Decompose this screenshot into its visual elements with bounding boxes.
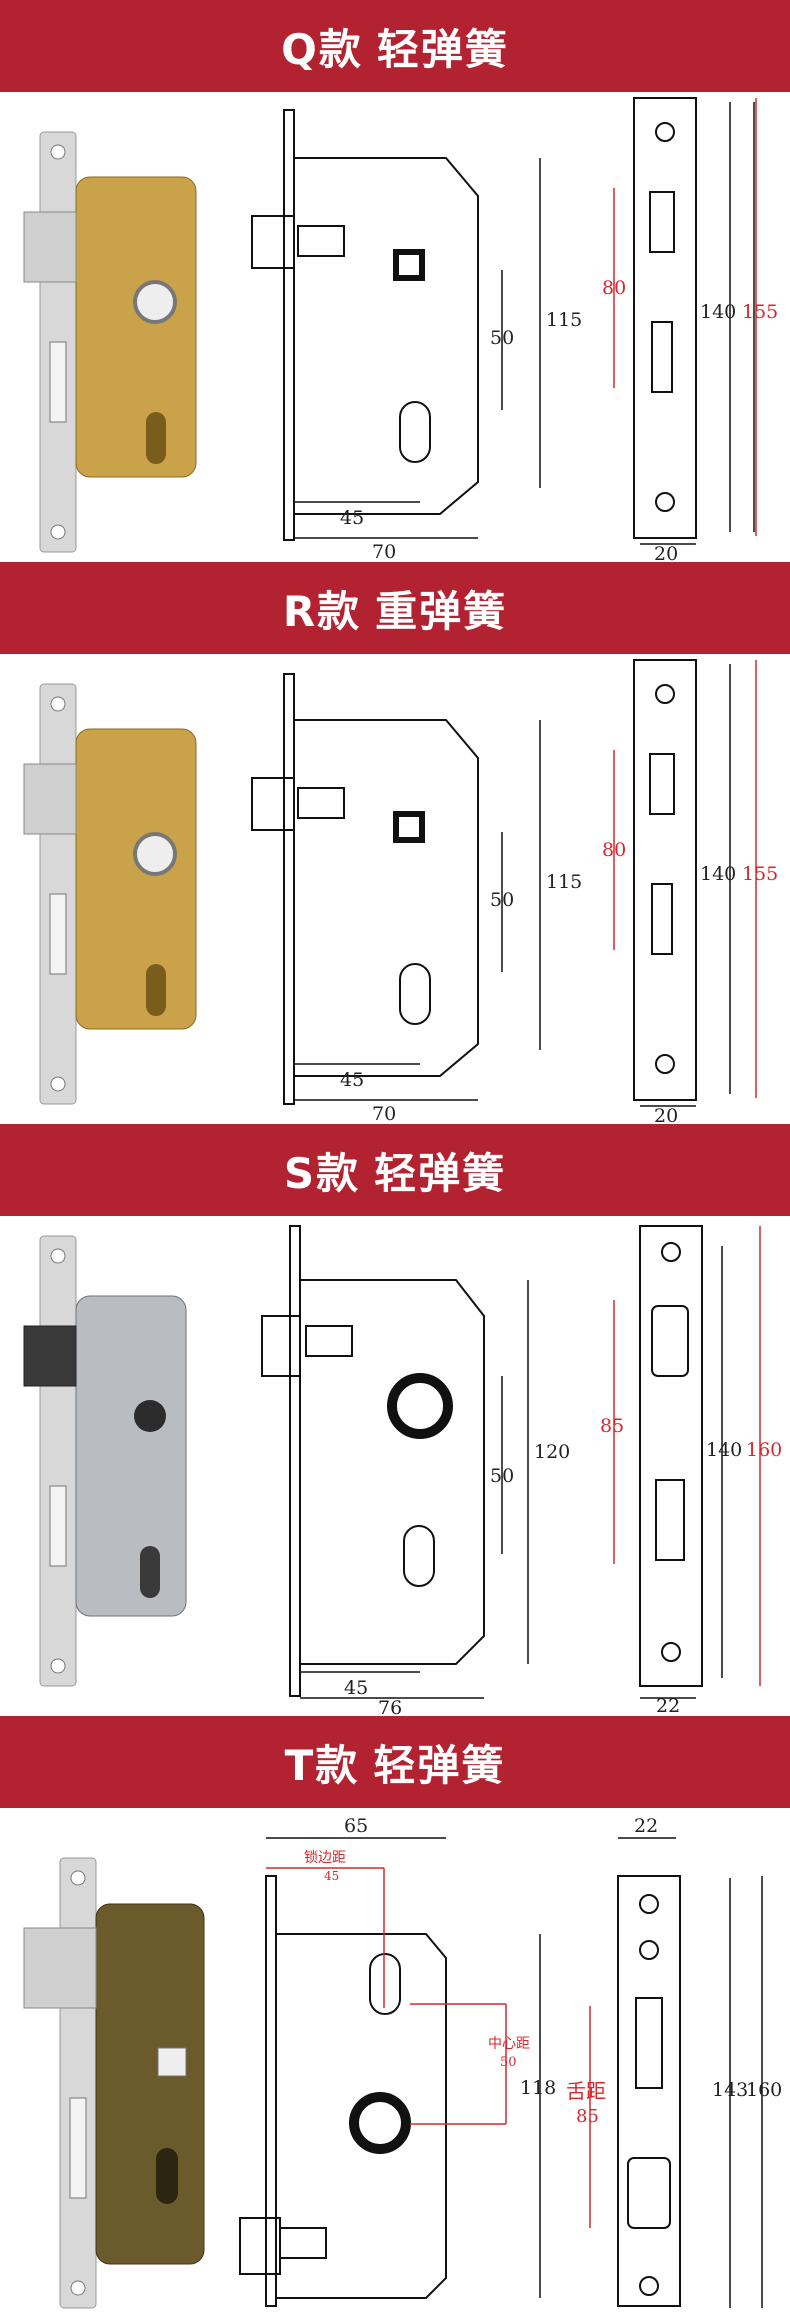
dim-plate-width: 20 [654, 543, 678, 562]
lock-photo [23, 683, 197, 1105]
lock-drawing [251, 673, 479, 1105]
lock-photo [23, 1857, 205, 2309]
dimension-lines-red [613, 98, 757, 536]
dim-latch-label: 舌距 [566, 2079, 606, 2103]
dim-width: 70 [372, 1103, 396, 1124]
dim-height: 115 [546, 309, 582, 331]
model-code: S款 [283, 1148, 361, 1198]
lock-drawing [239, 1875, 447, 2307]
dimension-lines [294, 102, 755, 545]
dim-plate-width: 22 [634, 1815, 658, 1837]
dim-center-label: 中心距 [488, 2036, 530, 2052]
dim-center: 50 [490, 889, 514, 911]
lock-photo [23, 131, 197, 553]
dimension-lines-red [613, 660, 757, 1098]
spring-type: 轻弹簧 [374, 1148, 507, 1198]
lock-photo [23, 1235, 187, 1687]
dim-backset: 45 [340, 1069, 364, 1091]
dim-backset: 45 [344, 1677, 368, 1699]
section-banner-r: R款 重弹簧 [0, 562, 790, 654]
section-banner-q: Q款 轻弹簧 [0, 0, 790, 92]
dim-height: 120 [534, 1441, 570, 1463]
spring-type: 重弹簧 [375, 586, 508, 636]
dim-latch: 85 [576, 2106, 599, 2127]
dim-backset-label: 锁边距 [304, 1850, 346, 1866]
dim-plate-outer: 155 [742, 301, 778, 323]
section-t: 65 锁边距 45 中心距 50 118 舌距 85 143 160 22 [0, 1808, 790, 2317]
dim-plate-inner: 140 [700, 301, 736, 323]
dim-plate-outer: 160 [746, 1439, 782, 1461]
lock-diagram-q: 45 70 115 50 80 140 155 20 [23, 97, 778, 565]
dim-latch: 80 [602, 277, 626, 299]
dim-width: 76 [378, 1697, 402, 1716]
dimension-lines [266, 1837, 763, 2308]
dimension-lines [294, 664, 731, 1107]
lock-diagram-t: 65 锁边距 45 中心距 50 118 舌距 85 143 160 22 [23, 1815, 782, 2309]
lock-drawing [251, 109, 479, 541]
model-code: T款 [284, 1740, 360, 1790]
dim-plate-inner: 143 [712, 2079, 748, 2101]
face-plate [639, 1225, 703, 1687]
dim-backset: 45 [340, 507, 364, 529]
lock-diagram-r: 45 70 115 50 80 140 155 20 [23, 659, 778, 1127]
dim-plate-width: 20 [654, 1105, 678, 1124]
section-r: 45 70 115 50 80 140 155 20 [0, 654, 790, 1127]
dim-latch: 85 [600, 1415, 624, 1437]
dim-height: 115 [546, 871, 582, 893]
spring-type: 轻弹簧 [373, 1740, 506, 1790]
dim-plate-inner: 140 [700, 863, 736, 885]
dim-plate-inner: 140 [706, 1439, 742, 1461]
face-plate [633, 97, 697, 539]
dim-width: 65 [344, 1815, 368, 1837]
dim-latch: 80 [602, 839, 626, 861]
face-plate [617, 1875, 681, 2307]
face-plate [633, 659, 697, 1101]
section-banner-t: T款 轻弹簧 [0, 1716, 790, 1808]
dimension-lines [300, 1246, 723, 1699]
dimension-lines-red [613, 1226, 761, 1686]
dim-plate-width: 22 [656, 1695, 680, 1716]
dimension-lines-red [266, 1867, 591, 2228]
lock-diagram-s: 45 76 120 50 85 140 160 22 [23, 1225, 782, 1719]
dim-center: 50 [490, 327, 514, 349]
section-q: 45 70 115 50 80 140 155 20 [0, 92, 790, 565]
lock-drawing [261, 1225, 485, 1697]
dim-plate-outer: 160 [746, 2079, 782, 2101]
section-s: 45 76 120 50 85 140 160 22 [0, 1216, 790, 1719]
section-banner-s: S款 轻弹簧 [0, 1124, 790, 1216]
dim-center: 50 [490, 1465, 514, 1487]
dim-width: 70 [372, 541, 396, 562]
model-code: Q款 [281, 24, 363, 74]
dim-plate-outer: 155 [742, 863, 778, 885]
model-code: R款 [282, 586, 362, 636]
dim-center: 50 [500, 2055, 517, 2070]
dim-backset: 45 [324, 1869, 339, 1883]
spring-type: 轻弹簧 [376, 24, 509, 74]
dim-height: 118 [520, 2077, 556, 2099]
